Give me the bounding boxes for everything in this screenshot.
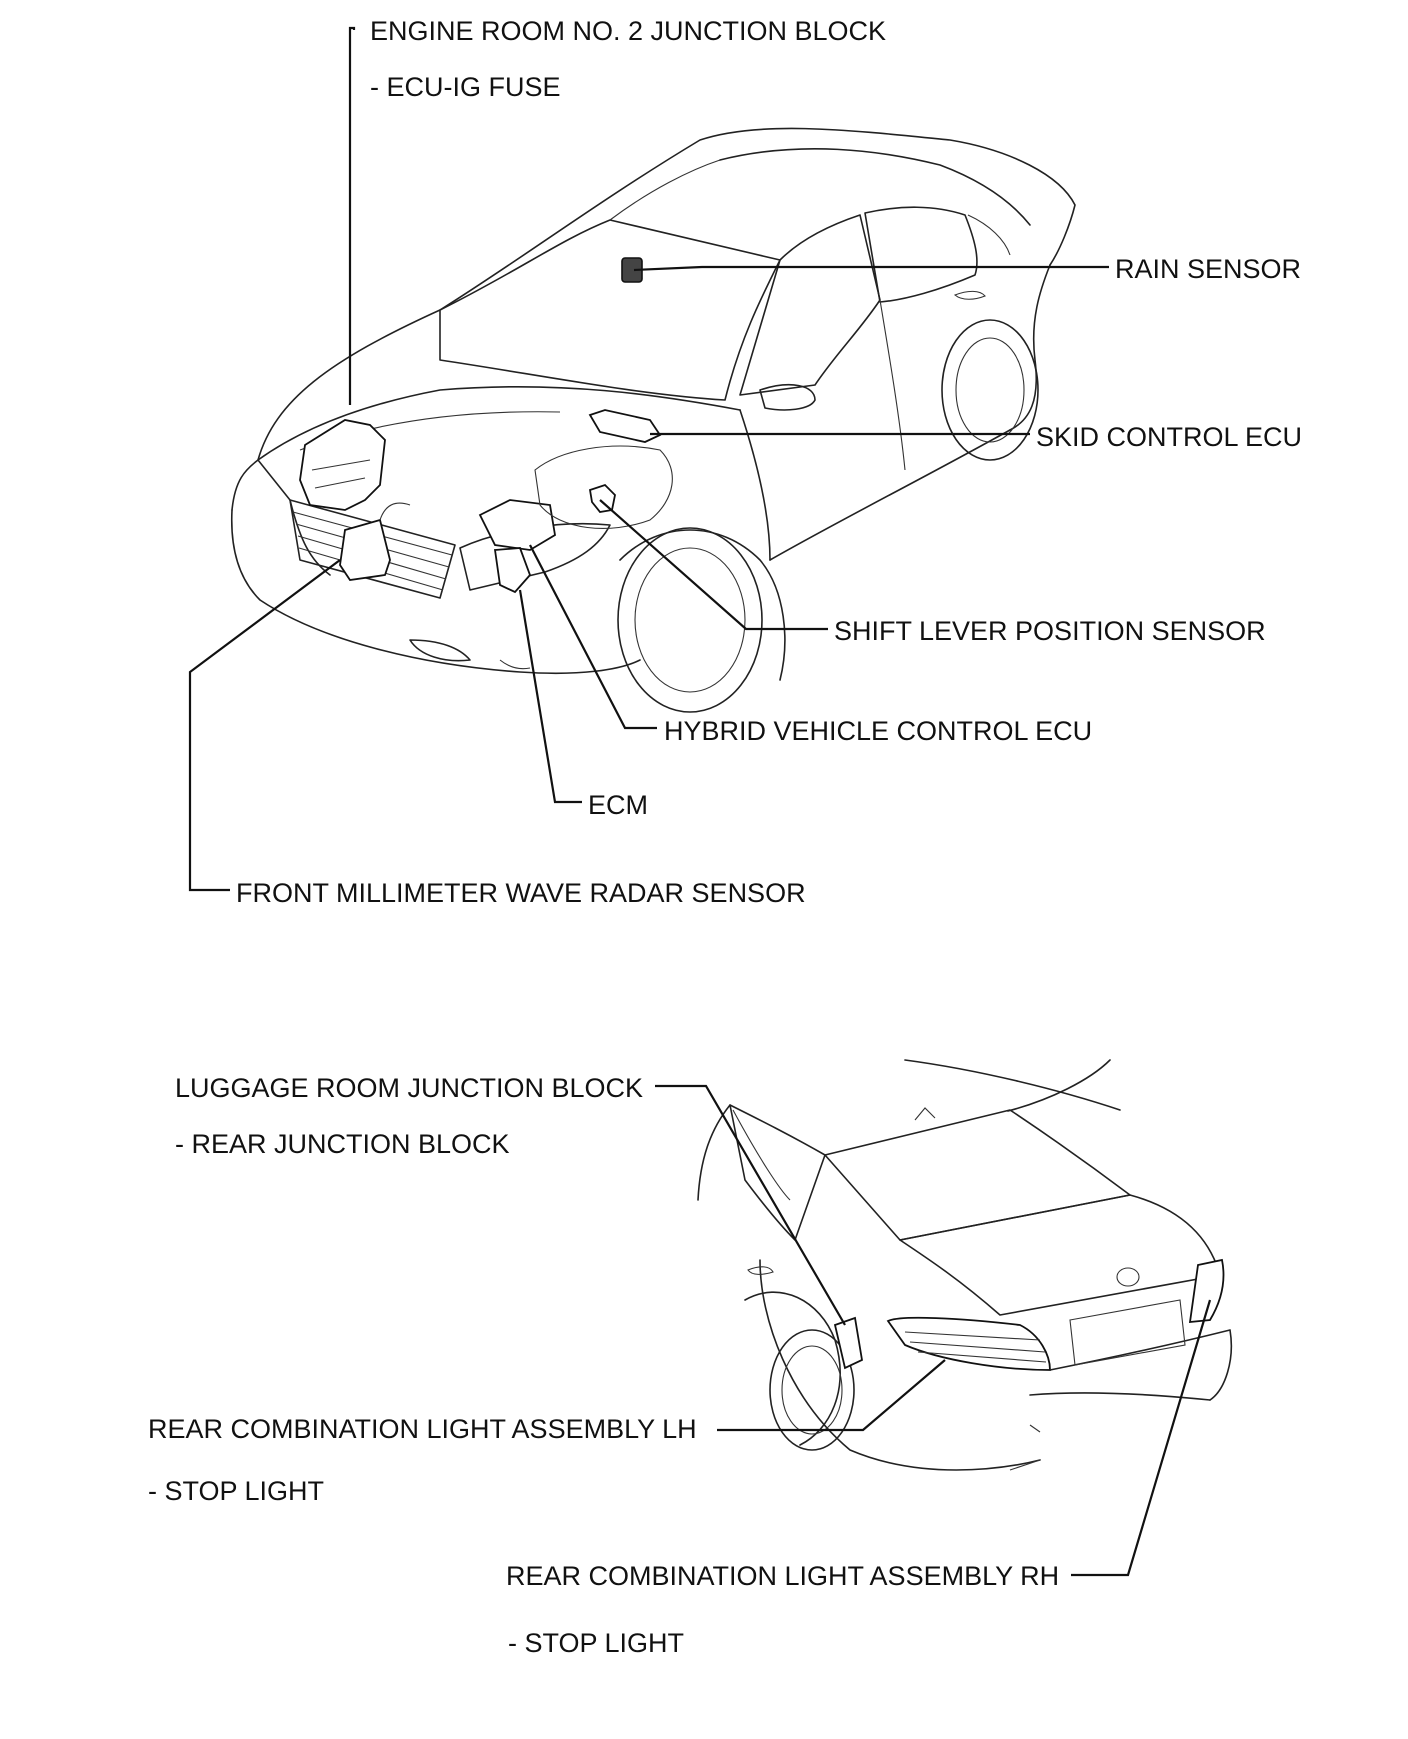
leader-rain-sensor [633, 265, 1109, 272]
hybrid-vehicle-ecu-part [478, 499, 556, 551]
front-car-illustration [230, 127, 1076, 713]
shift-lever-sensor-part [588, 483, 616, 513]
label-rain-sensor: RAIN SENSOR [1115, 254, 1302, 284]
label-rear-combination-light-assembly-rh: REAR COMBINATION LIGHT ASSEMBLY RH [506, 1561, 1060, 1591]
rear-leader-lines [655, 1084, 1212, 1577]
label-hybrid-vehicle-control-ecu: HYBRID VEHICLE CONTROL ECU [664, 716, 1093, 746]
label-ecm: ECM [588, 790, 648, 820]
label-rear-combination-light-assembly-lh: REAR COMBINATION LIGHT ASSEMBLY LH [148, 1414, 697, 1444]
leader-front-radar [188, 559, 341, 892]
skid-control-ecu-part [588, 409, 662, 443]
label-rear-junction-block: - REAR JUNCTION BLOCK [175, 1129, 510, 1159]
leader-engine-room-jb [348, 26, 356, 405]
label-engine-room-no2-junction-block: ENGINE ROOM NO. 2 JUNCTION BLOCK [370, 16, 887, 46]
leader-rear-light-lh [717, 1359, 946, 1432]
label-skid-control-ecu: SKID CONTROL ECU [1036, 422, 1303, 452]
label-shift-lever-position-sensor: SHIFT LEVER POSITION SENSOR [834, 616, 1266, 646]
leader-rear-light-rh [1071, 1299, 1212, 1577]
leader-luggage-room-jb [655, 1084, 846, 1326]
leader-hybrid-ecu [529, 544, 657, 730]
label-front-millimeter-wave-radar-sensor: FRONT MILLIMETER WAVE RADAR SENSOR [236, 878, 806, 908]
luggage-room-junction-block-part [833, 1316, 863, 1370]
label-stop-light-lh: - STOP LIGHT [148, 1476, 325, 1506]
rear-light-rh-part [1188, 1258, 1225, 1324]
label-luggage-room-junction-block: LUGGAGE ROOM JUNCTION BLOCK [175, 1073, 644, 1103]
label-ecu-ig-fuse: - ECU-IG FUSE [370, 72, 561, 102]
front-leader-lines [188, 26, 1109, 892]
rear-car-illustration [697, 1059, 1233, 1471]
ecm-part [493, 547, 532, 594]
label-stop-light-rh: - STOP LIGHT [508, 1628, 685, 1658]
front-radar-sensor-part [339, 518, 391, 581]
rear-light-lh-part [886, 1316, 1051, 1371]
leader-ecm [518, 589, 582, 804]
leader-shift-lever [599, 499, 828, 631]
